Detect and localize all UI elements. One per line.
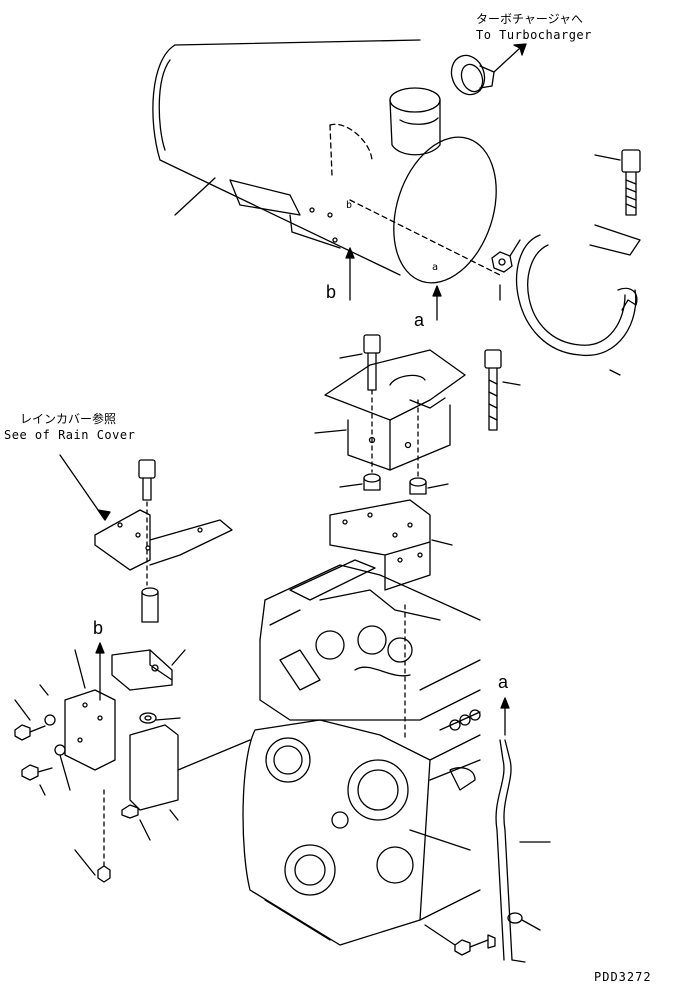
pipe-bolt	[424, 924, 496, 956]
turbo-clamp	[450, 43, 527, 96]
dim-b-mark: b	[346, 200, 353, 211]
muffler-nut	[491, 239, 521, 273]
collar	[141, 587, 159, 623]
ref-b-muffler: b	[326, 282, 337, 302]
drawing-code: PDD3272	[594, 970, 652, 984]
ref-a-muffler: a	[414, 310, 425, 330]
muffler-bracket	[314, 349, 466, 471]
rain-cover-label-jp: レインカバー参照	[20, 412, 117, 426]
ref-arrows	[95, 247, 510, 736]
breather-pipe	[495, 739, 551, 963]
turbocharger-label-jp: ターボチャージャへ	[476, 12, 584, 26]
muffler-outlet	[389, 87, 441, 156]
plate-bracket-small	[111, 649, 186, 691]
ref-b-bracket: b	[93, 618, 104, 638]
leader-lines	[174, 177, 216, 216]
band-bolt	[594, 149, 641, 216]
cover-plate	[129, 724, 251, 821]
rain-cover-label-en: See of Rain Cover	[4, 428, 136, 442]
lower-bracket	[329, 389, 453, 591]
bolt-rain-bracket	[138, 459, 156, 586]
spacer-right	[409, 477, 449, 495]
long-bolt	[484, 349, 521, 431]
ref-a-pipe: a	[498, 672, 509, 692]
engine-block	[242, 559, 481, 946]
rain-cover-bracket	[59, 454, 233, 571]
band-clamp	[515, 224, 641, 376]
washer-left	[139, 712, 181, 724]
muffler	[152, 39, 501, 301]
pipe-clamp	[507, 912, 541, 931]
bolts-left	[14, 684, 151, 883]
turbocharger-label-en: To Turbocharger	[476, 28, 592, 42]
mount-plate	[64, 649, 116, 771]
dim-a-mark: a	[432, 262, 439, 273]
spacer-left	[339, 473, 381, 491]
